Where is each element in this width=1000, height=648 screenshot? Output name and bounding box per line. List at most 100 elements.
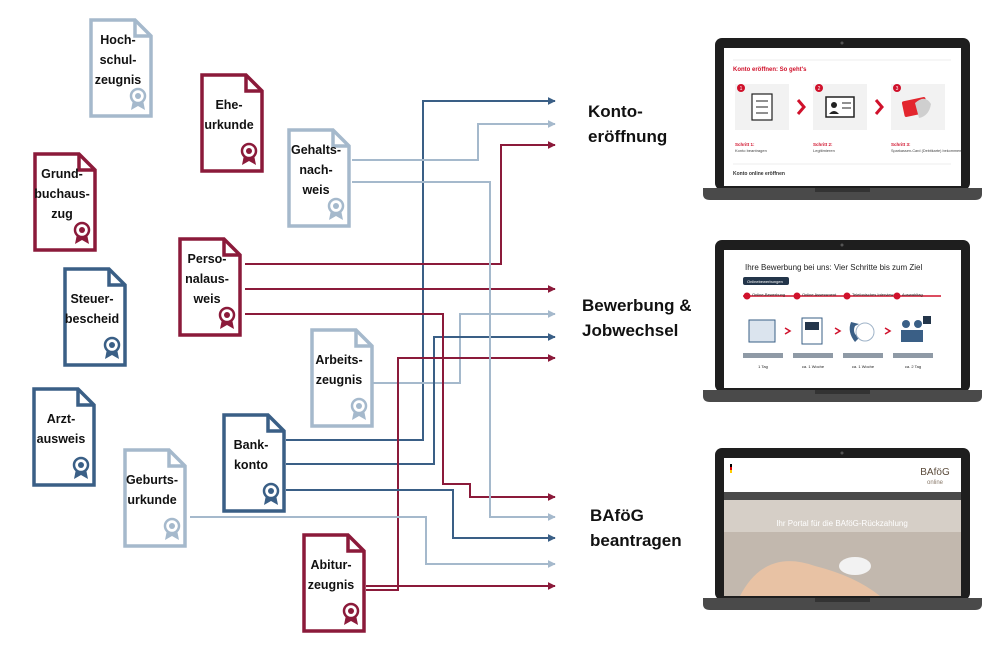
document-label-line: Ehe- (215, 98, 242, 112)
konto-step2-desc: Legitimieren (813, 148, 835, 153)
document-label-line: Steuer- (70, 292, 113, 306)
document-label-line: buchaus- (34, 187, 90, 201)
document-arbeitszeugnis: Arbeits-zeugnis (310, 328, 374, 428)
flow-arrow-gehaltsnachweis-to-bafoeg (352, 181, 556, 521)
konto-step3-title: Schritt 3: (891, 142, 911, 147)
konto-step3-desc: Sparkassen-Card (Debitkarte) bekommen (891, 149, 961, 153)
document-label-line: schul- (100, 53, 137, 67)
document-fold (77, 154, 95, 172)
flow-arrow-personalausweis-to-kontoeroeffnung (245, 141, 556, 265)
bewerbung-tab: Onlinebewerbungen (747, 279, 783, 284)
document-label-line: zeugnis (316, 373, 363, 387)
bewerbung-step1-duration: 1 Tag (758, 364, 768, 369)
bafoeg-title: Ihr Portal für die BAföG-Rückzahlung (776, 519, 908, 528)
document-personalausweis: Perso-nalaus-weis (178, 237, 242, 337)
document-fold (133, 20, 151, 38)
flow-arrow-personalausweis-to-bafoeg (245, 313, 556, 501)
document-label-line: weis (192, 292, 220, 306)
document-fold (76, 389, 94, 407)
people-icon (902, 320, 910, 328)
document-gehaltsnachweis: Gehalts-nach-weis (287, 128, 351, 228)
seal-icon (342, 602, 360, 625)
document-label-line: Bank- (234, 438, 269, 452)
bewerbung-screen: Ihre Bewerbung bei uns: Vier Schritte bi… (743, 263, 941, 369)
target-label-bewerbung: Bewerbung & (582, 296, 692, 315)
flow-arrows (190, 97, 556, 591)
document-label-line: urkunde (127, 493, 176, 507)
target-label-kontoeroeffnung: eröffnung (588, 127, 667, 146)
konto-step1-desc: Konto beantragen (735, 148, 767, 153)
svg-text:3: 3 (896, 86, 899, 92)
target-label-bafoeg: BAföG (590, 506, 644, 525)
document-fold (222, 239, 240, 257)
phone-icon (849, 322, 859, 342)
document-fold (266, 415, 284, 433)
svg-text:2: 2 (818, 86, 821, 92)
document-fold (354, 330, 372, 348)
konto-screen: Konto eröffnen: So geht's 1 2 3 Schritt … (733, 59, 961, 177)
document-label-line: nalaus- (185, 272, 229, 286)
document-fold (167, 450, 185, 468)
konto-step2-title: Schritt 2: (813, 142, 833, 147)
document-label-line: nach- (299, 163, 332, 177)
laptop-bewerbung: Ihre Bewerbung bei uns: Vier Schritte bi… (703, 240, 982, 402)
document-hochschulzeugnis: Hoch-schul-zeugnis (89, 18, 153, 118)
flow-arrow-bankkonto-to-bafoeg (286, 489, 556, 542)
flow-arrow-gehaltsnachweis-to-kontoeroeffnung (352, 120, 556, 161)
document-label-line: Perso- (188, 252, 227, 266)
document-geburtsurkunde: Geburts-urkunde (123, 448, 187, 548)
documents: Hoch-schul-zeugnisEhe-urkundeGehalts-nac… (32, 18, 374, 633)
seal-icon (129, 87, 147, 110)
document-label-line: Geburts- (126, 473, 178, 487)
document-bankkonto: Bank-konto (222, 413, 286, 513)
bewerbung-step4-title: Auswahltag (902, 292, 923, 297)
target-label-bewerbung: Jobwechsel (582, 321, 678, 340)
seal-icon (218, 306, 236, 329)
chevron-right-icon (834, 327, 842, 335)
seal-icon (73, 221, 91, 244)
seal-icon (262, 482, 280, 505)
bewerbung-step2-title: Online Assessment (802, 292, 837, 297)
document-label-line: urkunde (204, 118, 253, 132)
document-label-line: Arbeits- (315, 353, 362, 367)
document-fold (331, 130, 349, 148)
bewerbung-step2-duration: ca. 1 Woche (802, 364, 825, 369)
konto-step1-title: Schritt 1: (735, 142, 755, 147)
document-fold (346, 535, 364, 553)
document-label-line: zug (51, 207, 73, 221)
chevron-right-icon (796, 99, 806, 115)
seal-icon (350, 397, 368, 420)
document-fold (244, 75, 262, 93)
document-label-line: ausweis (37, 432, 86, 446)
bafoeg-screen: BAföG online Ihr Portal für die BAföG-Rü… (724, 464, 961, 596)
flow-arrow-geburtsurkunde-to-bafoeg (190, 516, 556, 568)
chevron-right-icon (874, 99, 884, 115)
document-label-line: Arzt- (47, 412, 75, 426)
laptop-konto: Konto eröffnen: So geht's 1 2 3 Schritt … (703, 38, 982, 200)
bafoeg-brand-line2: online (927, 480, 944, 486)
bewerbung-step3-duration: ca. 1 Woche (852, 364, 875, 369)
document-label-line: Abitur- (311, 558, 352, 572)
document-label-line: bescheid (65, 312, 119, 326)
document-grundbuchauszug: Grund-buchaus-zug (33, 152, 97, 252)
document-label-line: konto (234, 458, 268, 472)
seal-icon (163, 517, 181, 540)
document-steuerbescheid: Steuer-bescheid (63, 267, 127, 367)
seal-icon (72, 456, 90, 479)
svg-text:1: 1 (740, 86, 743, 92)
document-label-line: Gehalts- (291, 143, 341, 157)
document-label-line: zeugnis (308, 578, 355, 592)
document-label-line: zeugnis (95, 73, 142, 87)
chevron-right-icon (784, 327, 792, 335)
bewerbung-step4-duration: ca. 2 Tag (905, 364, 921, 369)
laptop-bafoeg: BAföG online Ihr Portal für die BAföG-Rü… (703, 448, 982, 610)
konto-screen-heading: Konto eröffnen: So geht's (733, 67, 807, 73)
document-label-line: weis (301, 183, 329, 197)
document-fold (107, 269, 125, 287)
mouse-icon (839, 557, 871, 575)
document-label-line: Grund- (41, 167, 83, 181)
flag-icon (730, 464, 732, 467)
chevron-right-icon (884, 327, 892, 335)
